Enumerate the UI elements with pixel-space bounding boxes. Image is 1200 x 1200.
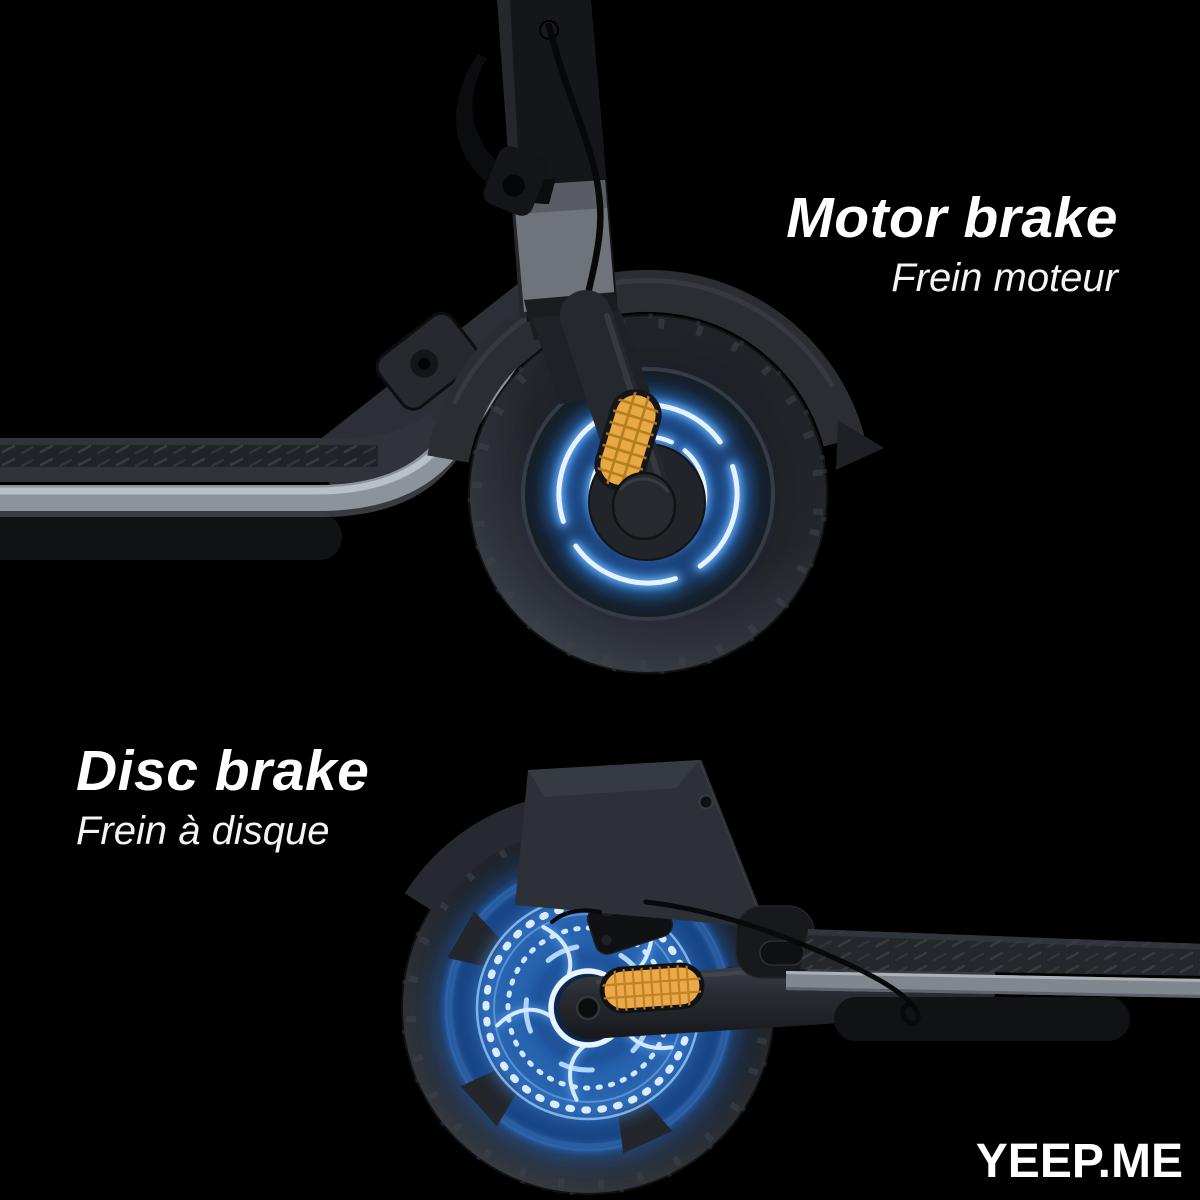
rear-fender-edge (698, 759, 768, 929)
hub-cap-highlight (618, 477, 670, 493)
deck-underside (834, 997, 1130, 1041)
cable-guide-bracket (375, 311, 480, 411)
front-fender-tip (836, 420, 884, 470)
front-fender (427, 269, 884, 470)
front-hub-cap (611, 471, 677, 541)
feature-motor-brake: Motor brake Frein moteur (786, 186, 1118, 300)
rear-fender (404, 759, 768, 929)
frame-rail-highlight (786, 971, 1200, 982)
feature-motor-brake-subtitle: Frein moteur (891, 256, 1118, 300)
rear-tire-tread (406, 826, 770, 1190)
axle-bolt (575, 995, 601, 1021)
rear-brake-cable (643, 899, 921, 1026)
feature-disc-brake-title: Disc brake (76, 739, 370, 803)
front-reflector-grid (595, 390, 661, 490)
feature-disc-brake: Disc brake Frein à disque (76, 739, 370, 853)
deck-grip-texture (0, 445, 378, 467)
deck-top-edge (808, 929, 1200, 950)
fender-bolt (698, 794, 714, 810)
rear-reflector-grid (601, 964, 703, 1012)
front-fender-band (427, 269, 865, 463)
front-fork (532, 290, 677, 541)
front-reflector-icon (594, 389, 662, 491)
rear-brake-cable-stub (550, 908, 602, 924)
frame-rail-shadow (786, 987, 1200, 998)
front-wheel-illustration (0, 0, 884, 675)
feature-disc-brake-subtitle: Frein à disque (76, 809, 330, 853)
deck-underside (0, 514, 342, 560)
front-fender-highlight (451, 277, 836, 406)
latch-bracket (483, 146, 548, 216)
folding-latch-lever (456, 54, 556, 204)
rear-fender-facet (528, 760, 700, 797)
rear-reflector-icon (599, 962, 705, 1014)
rear-deck (735, 905, 1200, 1041)
steering-stem (456, 0, 622, 340)
brand-logo: YEEP.ME (975, 1135, 1183, 1188)
feature-motor-brake-title: Motor brake (786, 186, 1118, 250)
front-tire-tread (472, 318, 824, 670)
rear-wheel-illustration (400, 759, 1200, 1196)
